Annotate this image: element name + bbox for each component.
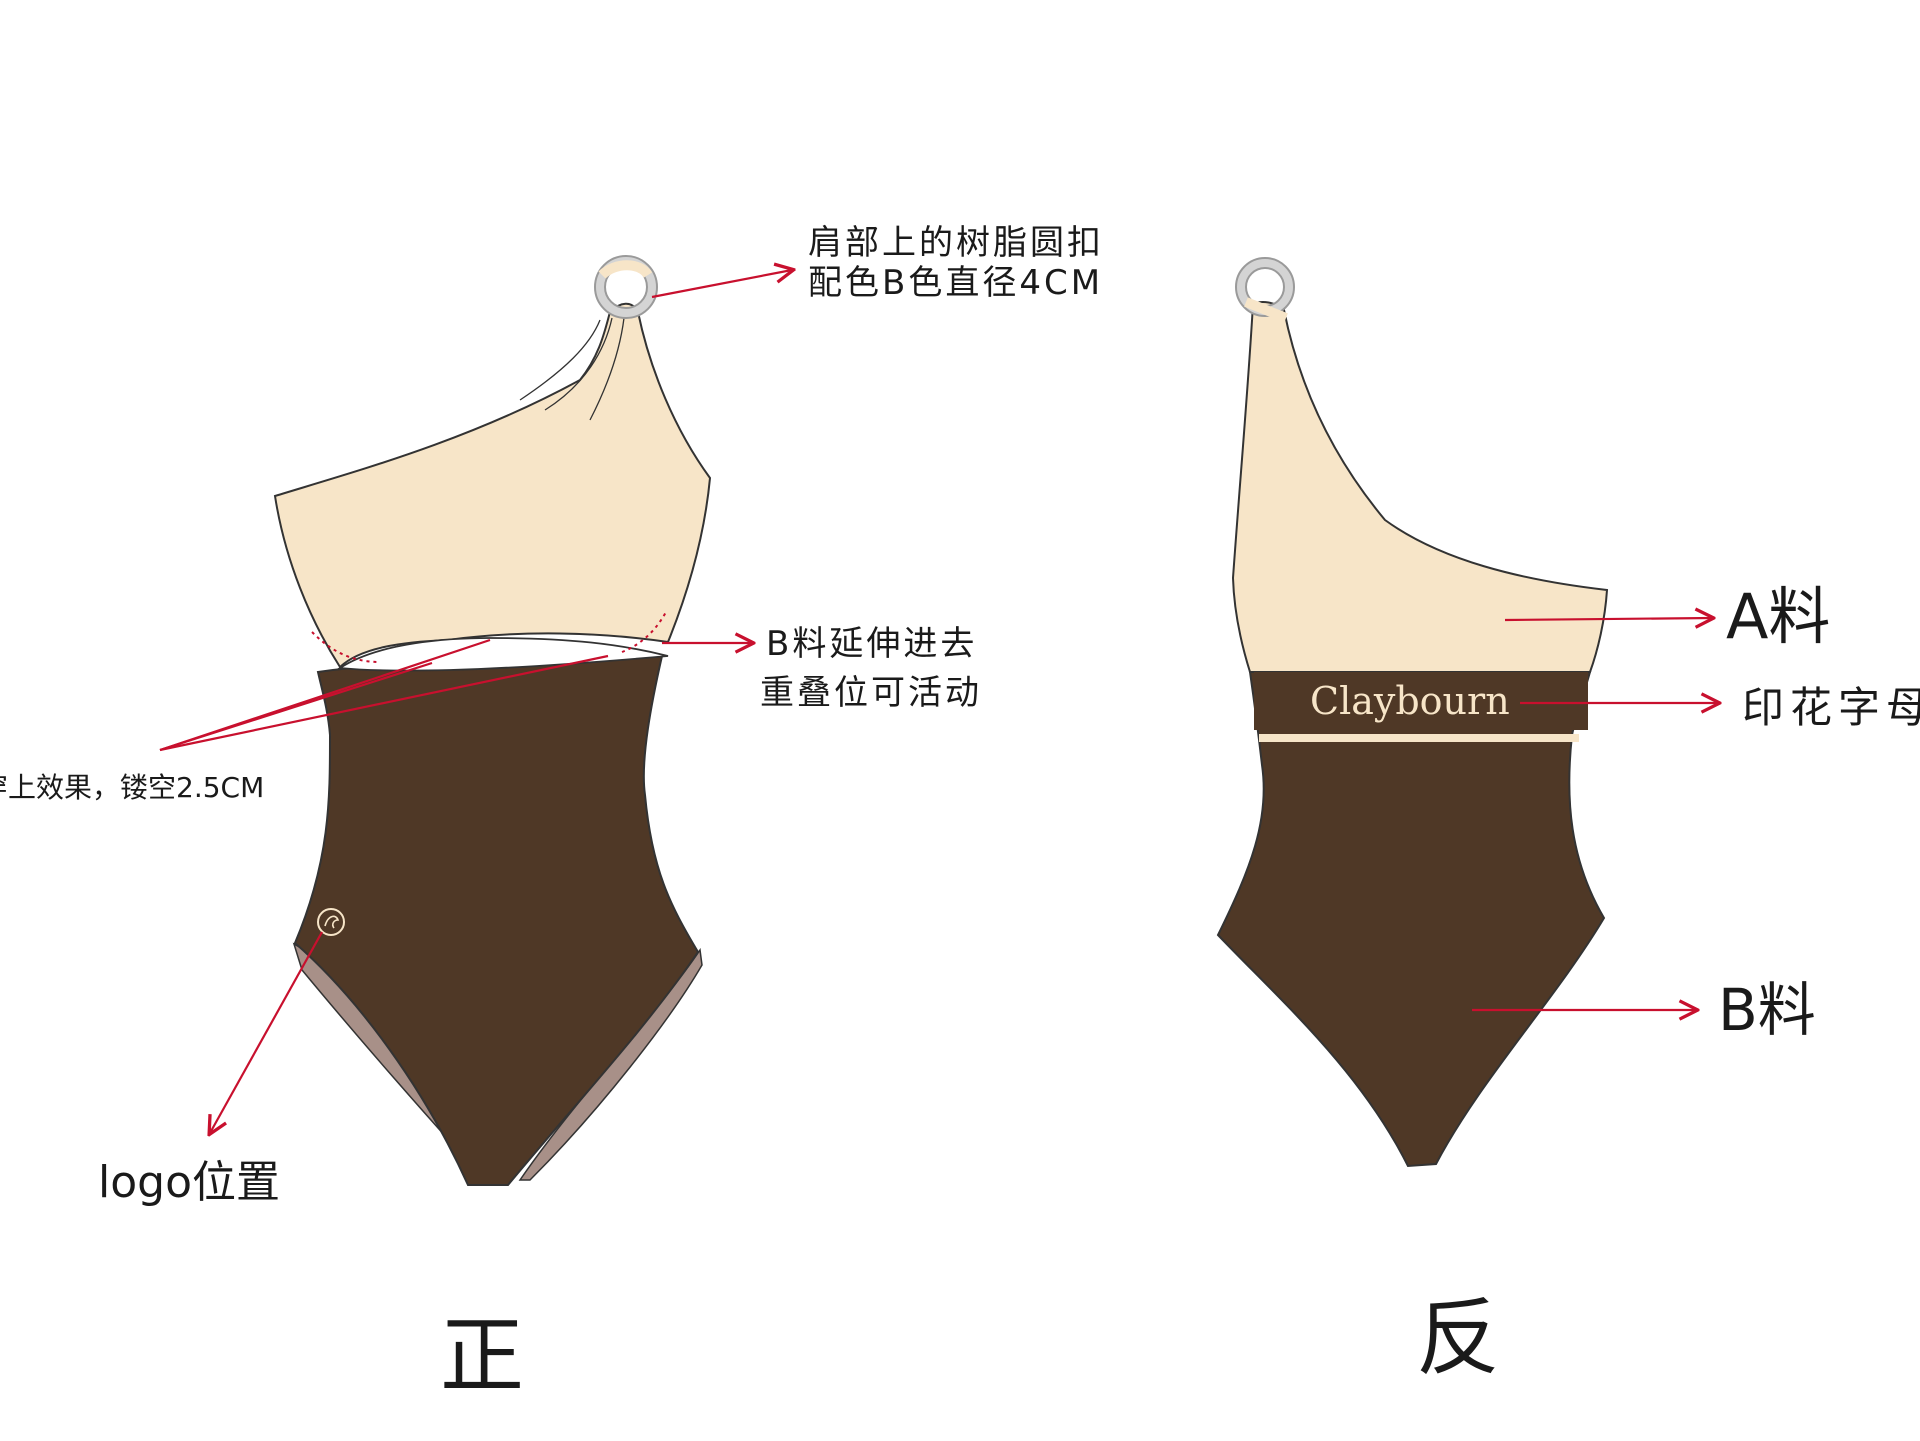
front-strap-gathers (519, 317, 625, 421)
back-print-band (1254, 672, 1588, 730)
ring-note-line2: 配色B色直径4CM (808, 263, 1103, 303)
front-overlap-dotted-right (621, 611, 667, 653)
cutout-leader-2 (159, 661, 433, 752)
overlap-note-line1: B料延伸进去 (766, 624, 977, 664)
fabric-a-leader (1504, 618, 1712, 620)
print-label: 印花字母 (1742, 683, 1920, 732)
ring-leader (651, 270, 792, 299)
front-overlap-dotted-left (311, 631, 381, 663)
overlap-note-line2: 重叠位可活动 (760, 673, 982, 713)
front-view: 肩部上的树脂圆扣 配色B色直径4CM B料延伸进去 重叠位可活动 穿上效果，镂空… (0, 223, 1104, 1405)
back-bodice-fabric-a (1231, 301, 1609, 673)
logo-leader (210, 931, 323, 1133)
back-print-text: Claybourn (1310, 679, 1510, 723)
front-bodice-fabric-a (273, 302, 712, 669)
fabric-b-label: B料 (1718, 976, 1816, 1044)
back-body-fabric-b (1216, 671, 1606, 1168)
brand-logo-icon (317, 908, 345, 936)
fabric-a-label: A料 (1726, 580, 1830, 653)
back-ring-strap (1244, 297, 1288, 323)
cutout-note: 穿上效果，镂空2.5CM (0, 771, 264, 804)
front-view-label: 正 (440, 1307, 524, 1405)
back-stripe (1259, 734, 1579, 742)
front-body-fabric-b (293, 654, 700, 1186)
back-view: Claybourn A料 印花字母 B料 反 (1216, 257, 1920, 1387)
back-view-label: 反 (1416, 1289, 1500, 1387)
cutout-leader-3 (159, 654, 609, 752)
logo-note: logo位置 (98, 1157, 280, 1208)
front-ring-knot (598, 260, 653, 279)
ring-note-line1: 肩部上的树脂圆扣 (808, 223, 1104, 263)
